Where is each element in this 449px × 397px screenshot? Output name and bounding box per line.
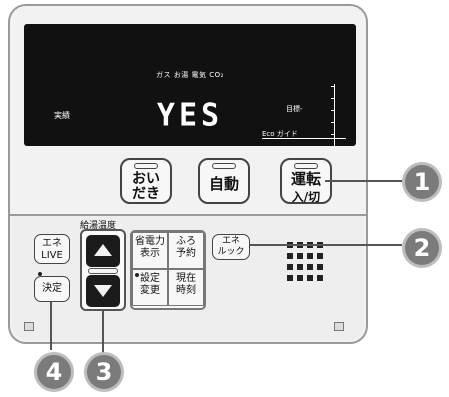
function-button-grid: 省電力 表示 ふろ 予約 設定 変更 現在 時刻 [130, 230, 206, 310]
kettei-indicator [38, 272, 42, 276]
kettei-button[interactable]: 決定 [34, 276, 70, 302]
callout-2: 2 [402, 228, 442, 268]
right-mount-tab [334, 322, 344, 331]
target-label: 目標- [286, 105, 303, 113]
left-mount-tab [24, 322, 34, 331]
panel-divider [10, 214, 366, 216]
eco-scale [331, 84, 345, 148]
eco-guide-label: Eco ガイド [262, 130, 298, 138]
auto-indicator [212, 163, 236, 169]
speaker-grille [287, 242, 327, 282]
temperature-control [80, 229, 126, 311]
power-indicator [294, 163, 318, 169]
callout-1-line [325, 180, 403, 182]
temperature-down-button[interactable] [86, 275, 120, 307]
oidaki-indicator [134, 163, 158, 169]
callout-4-line [50, 302, 52, 350]
temperature-up-button[interactable] [86, 235, 120, 267]
arrow-down-icon [94, 285, 112, 297]
auto-button[interactable]: 自動 [198, 158, 250, 204]
energy-status-line: ガス お湯 電気 CO₂ [156, 71, 224, 79]
arrow-up-icon [94, 244, 112, 256]
callout-3: 3 [84, 352, 124, 392]
eco-scale-baseline [262, 138, 346, 139]
power-label-bottom: 入/切 [291, 190, 321, 204]
oidaki-button[interactable]: おい だき [120, 158, 172, 204]
power-button[interactable]: 運転 入/切 [280, 158, 332, 204]
bath-timer-button[interactable]: ふろ 予約 [168, 232, 204, 269]
callout-3-line [102, 311, 104, 353]
hot-water-temperature-label: 給湯温度 [80, 221, 117, 231]
ene-look-button[interactable]: エネ ルック [212, 234, 250, 260]
ene-live-button[interactable]: エネ LIVE [34, 234, 70, 264]
oidaki-label: おい だき [132, 171, 160, 202]
actual-label: 実績 [54, 111, 70, 120]
current-time-button[interactable]: 現在 時刻 [168, 269, 204, 306]
callout-1: 1 [402, 162, 442, 202]
power-label-top: 運転 [290, 170, 321, 188]
auto-label: 自動 [208, 175, 239, 193]
lcd-display: ガス お湯 電気 CO₂ 実績 YES 目標- Eco ガイド [24, 24, 356, 148]
callout-2-line [250, 244, 402, 246]
main-readout: YES [156, 97, 224, 134]
temperature-indicator [88, 268, 118, 274]
setting-change-indicator [135, 273, 139, 277]
callout-4: 4 [34, 352, 74, 392]
power-save-display-button[interactable]: 省電力 表示 [132, 232, 168, 269]
